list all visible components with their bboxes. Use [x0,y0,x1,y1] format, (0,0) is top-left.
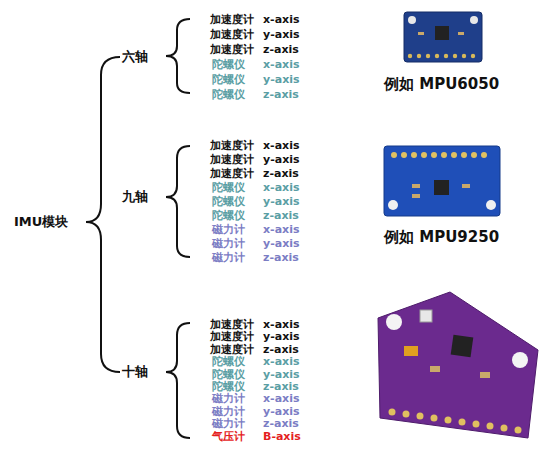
group-bracket [166,323,190,438]
axis-name: z-axis [263,168,299,179]
module-title: IMU模块 [14,215,68,228]
axis-name: x-axis [263,224,300,235]
sensor-name: 加速度计 [210,154,254,165]
group-name: 九轴 [122,190,148,203]
sensor-name: 磁力计 [212,224,245,235]
sensor-name: 加速度计 [210,29,254,40]
sensor-name: 陀螺仪 [212,369,245,380]
sensor-name: 加速度计 [210,344,254,355]
sensor-name: 陀螺仪 [212,59,245,70]
sensor-name: 加速度计 [210,319,254,330]
group-name: 六轴 [122,50,148,63]
sensor-name: 磁力计 [212,252,245,263]
axis-name: z-axis [263,89,299,100]
group-name: 十轴 [122,365,148,378]
axis-name: z-axis [263,344,299,355]
example-caption: 例如 MPU9250 [384,230,499,245]
axis-name: y-axis [263,369,300,380]
sensor-name: 加速度计 [210,168,254,179]
axis-name: z-axis [263,381,299,392]
axis-name: x-axis [263,14,300,25]
sensor-name: 磁力计 [212,238,245,249]
axis-name: y-axis [263,238,300,249]
axis-name: z-axis [263,252,299,263]
axis-name: x-axis [263,182,300,193]
sensor-name: 磁力计 [212,393,245,404]
axis-name: z-axis [263,44,299,55]
sensor-name: 磁力计 [212,418,245,429]
axis-name: x-axis [263,59,300,70]
axis-name: z-axis [263,418,299,429]
axis-name: x-axis [263,319,300,330]
mpu6050-board [404,12,482,62]
axis-name: B-axis [263,431,301,442]
sensor-name: 气压计 [212,431,245,442]
sensor-name: 陀螺仪 [212,89,245,100]
sensor-name: 加速度计 [210,331,254,342]
axis-name: z-axis [263,210,299,221]
sensor-name: 陀螺仪 [212,210,245,221]
sensor-name: 加速度计 [210,44,254,55]
axis-name: y-axis [263,196,300,207]
example-caption: 例如 MPU6050 [384,77,499,92]
sensor-name: 陀螺仪 [212,356,245,367]
group-bracket [166,19,190,93]
sensor-name: 陀螺仪 [212,74,245,85]
sensor-name: 陀螺仪 [212,196,245,207]
sensor-name: 加速度计 [210,140,254,151]
axis-name: y-axis [263,74,300,85]
axis-name: x-axis [263,356,300,367]
axis-name: y-axis [263,406,300,417]
axis-name: y-axis [263,154,300,165]
mpu9250-board [384,146,500,216]
axis-name: x-axis [263,140,300,151]
axis-name: x-axis [263,393,300,404]
sensor-name: 磁力计 [212,406,245,417]
sensor-name: 加速度计 [210,14,254,25]
sensor-name: 陀螺仪 [212,182,245,193]
sensor-name: 陀螺仪 [212,381,245,392]
axis-name: y-axis [263,29,300,40]
ten-axis-board [378,292,538,438]
group-bracket [166,146,190,257]
axis-name: y-axis [263,331,300,342]
main-bracket [86,57,120,372]
